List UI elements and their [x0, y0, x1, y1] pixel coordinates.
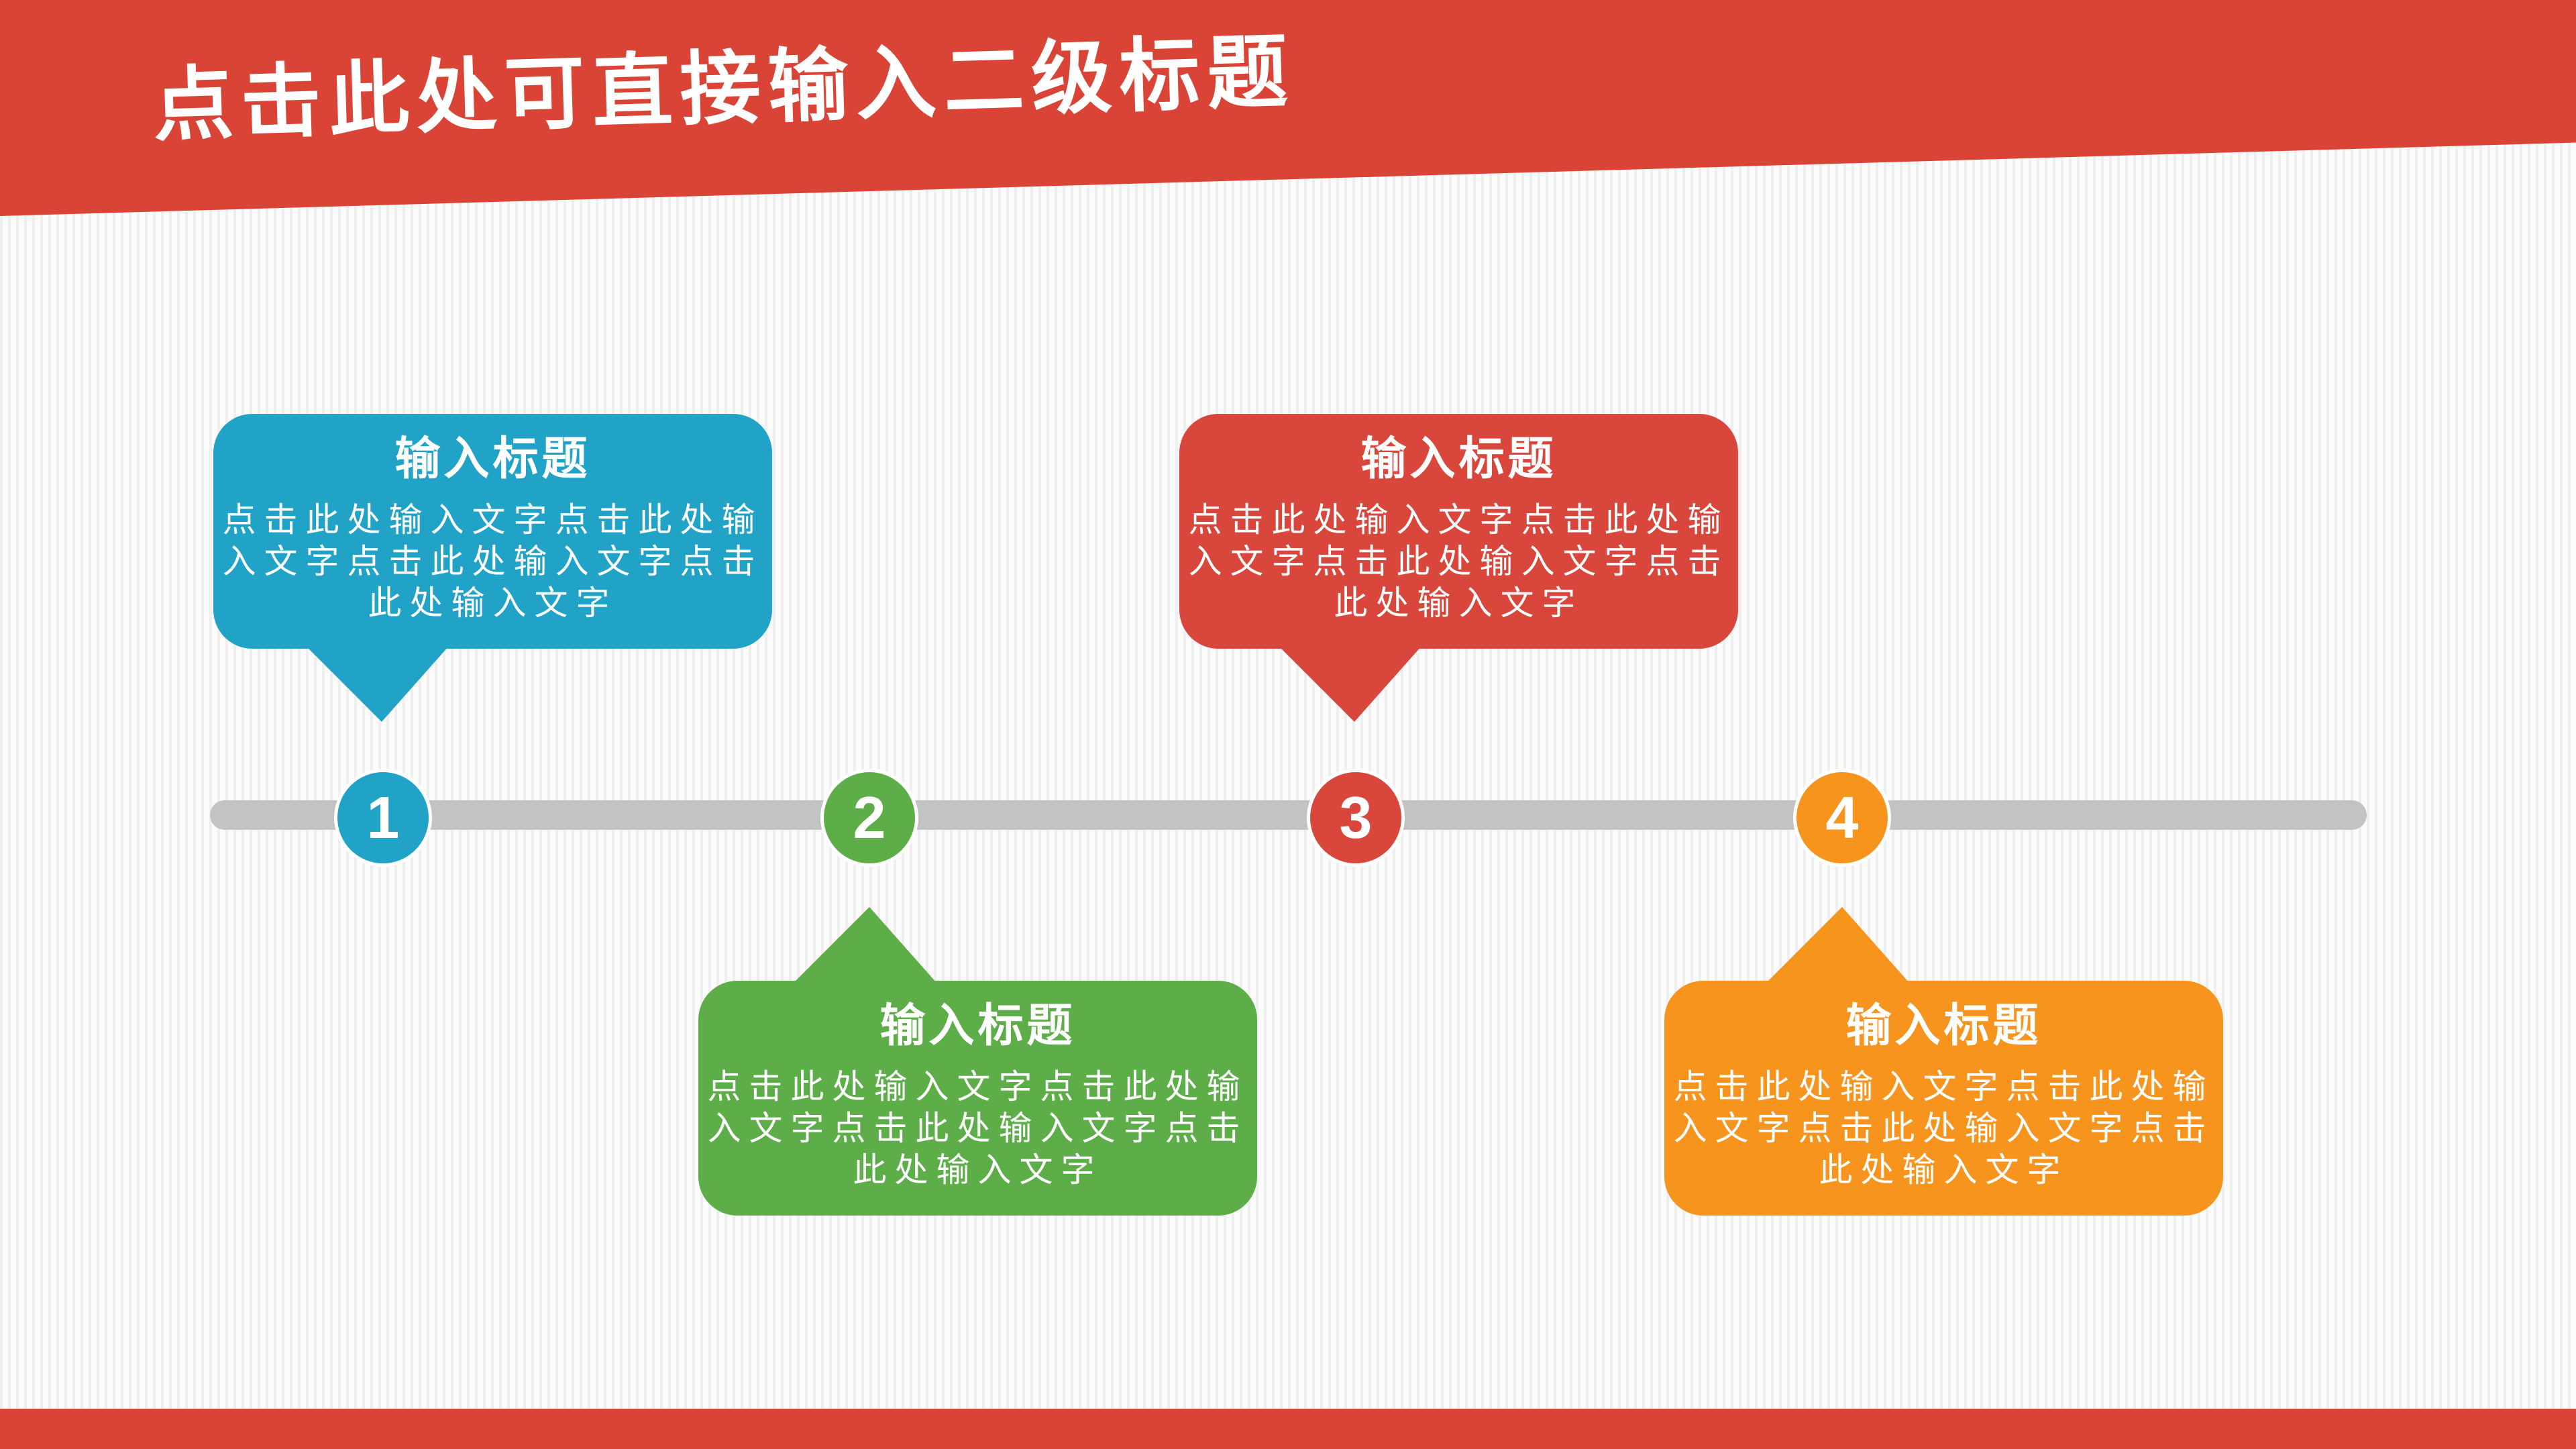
callout-body-line: 点击此处输入文字点击此处输: [222, 501, 763, 539]
callout-body-line: 此处输入文字: [853, 1151, 1103, 1189]
callout-tail: [1278, 645, 1422, 722]
callout-title[interactable]: 输入标题: [1845, 1000, 2042, 1051]
callout-tail: [793, 907, 937, 983]
callout-body-line: 此处输入文字: [368, 584, 618, 622]
callout-body-line: 入文字点击此处输入文字点击: [222, 543, 763, 580]
callout-body-line: 点击此处输入文字点击此处输: [1188, 501, 1729, 539]
callout-title[interactable]: 输入标题: [879, 1000, 1076, 1051]
callout-body-line: 点击此处输入文字点击此处输: [1673, 1068, 2214, 1106]
callout-title[interactable]: 输入标题: [1360, 433, 1557, 484]
callout-title[interactable]: 输入标题: [394, 433, 591, 484]
callout-step-2[interactable]: 输入标题 点击此处输入文字点击此处输 入文字点击此处输入文字点击 此处输入文字: [698, 981, 1257, 1216]
footer-bar: [0, 1409, 2576, 1449]
callout-step-3[interactable]: 输入标题 点击此处输入文字点击此处输 入文字点击此处输入文字点击 此处输入文字: [1179, 414, 1738, 649]
timeline-step-circle-2: 2: [820, 769, 918, 867]
callout-body-line: 点击此处输入文字点击此处输: [707, 1068, 1248, 1106]
callout-tail: [1766, 907, 1910, 983]
timeline-bar: [210, 800, 2367, 830]
callout-body[interactable]: 点击此处输入文字点击此处输 入文字点击此处输入文字点击 此处输入文字: [223, 499, 763, 624]
callout-body[interactable]: 点击此处输入文字点击此处输 入文字点击此处输入文字点击 此处输入文字: [1674, 1066, 2214, 1191]
timeline-step-circle-1: 1: [334, 769, 432, 867]
callout-body-line: 入文字点击此处输入文字点击: [1188, 543, 1729, 580]
callout-body-line: 入文字点击此处输入文字点击: [707, 1110, 1248, 1147]
callout-step-1[interactable]: 输入标题 点击此处输入文字点击此处输 入文字点击此处输入文字点击 此处输入文字: [213, 414, 772, 649]
callout-body[interactable]: 点击此处输入文字点击此处输 入文字点击此处输入文字点击 此处输入文字: [1189, 499, 1729, 624]
callout-step-4[interactable]: 输入标题 点击此处输入文字点击此处输 入文字点击此处输入文字点击 此处输入文字: [1664, 981, 2223, 1216]
callout-body-line: 此处输入文字: [1819, 1151, 2069, 1189]
step-number: 3: [1339, 784, 1373, 851]
callout-tail: [305, 645, 449, 722]
timeline-step-circle-3: 3: [1307, 769, 1405, 867]
timeline-step-circle-4: 4: [1793, 769, 1891, 867]
callout-body[interactable]: 点击此处输入文字点击此处输 入文字点击此处输入文字点击 此处输入文字: [708, 1066, 1248, 1191]
step-number: 4: [1825, 784, 1859, 851]
step-number: 1: [366, 784, 400, 851]
callout-body-line: 入文字点击此处输入文字点击: [1673, 1110, 2214, 1147]
step-number: 2: [853, 784, 886, 851]
callout-body-line: 此处输入文字: [1334, 584, 1584, 622]
